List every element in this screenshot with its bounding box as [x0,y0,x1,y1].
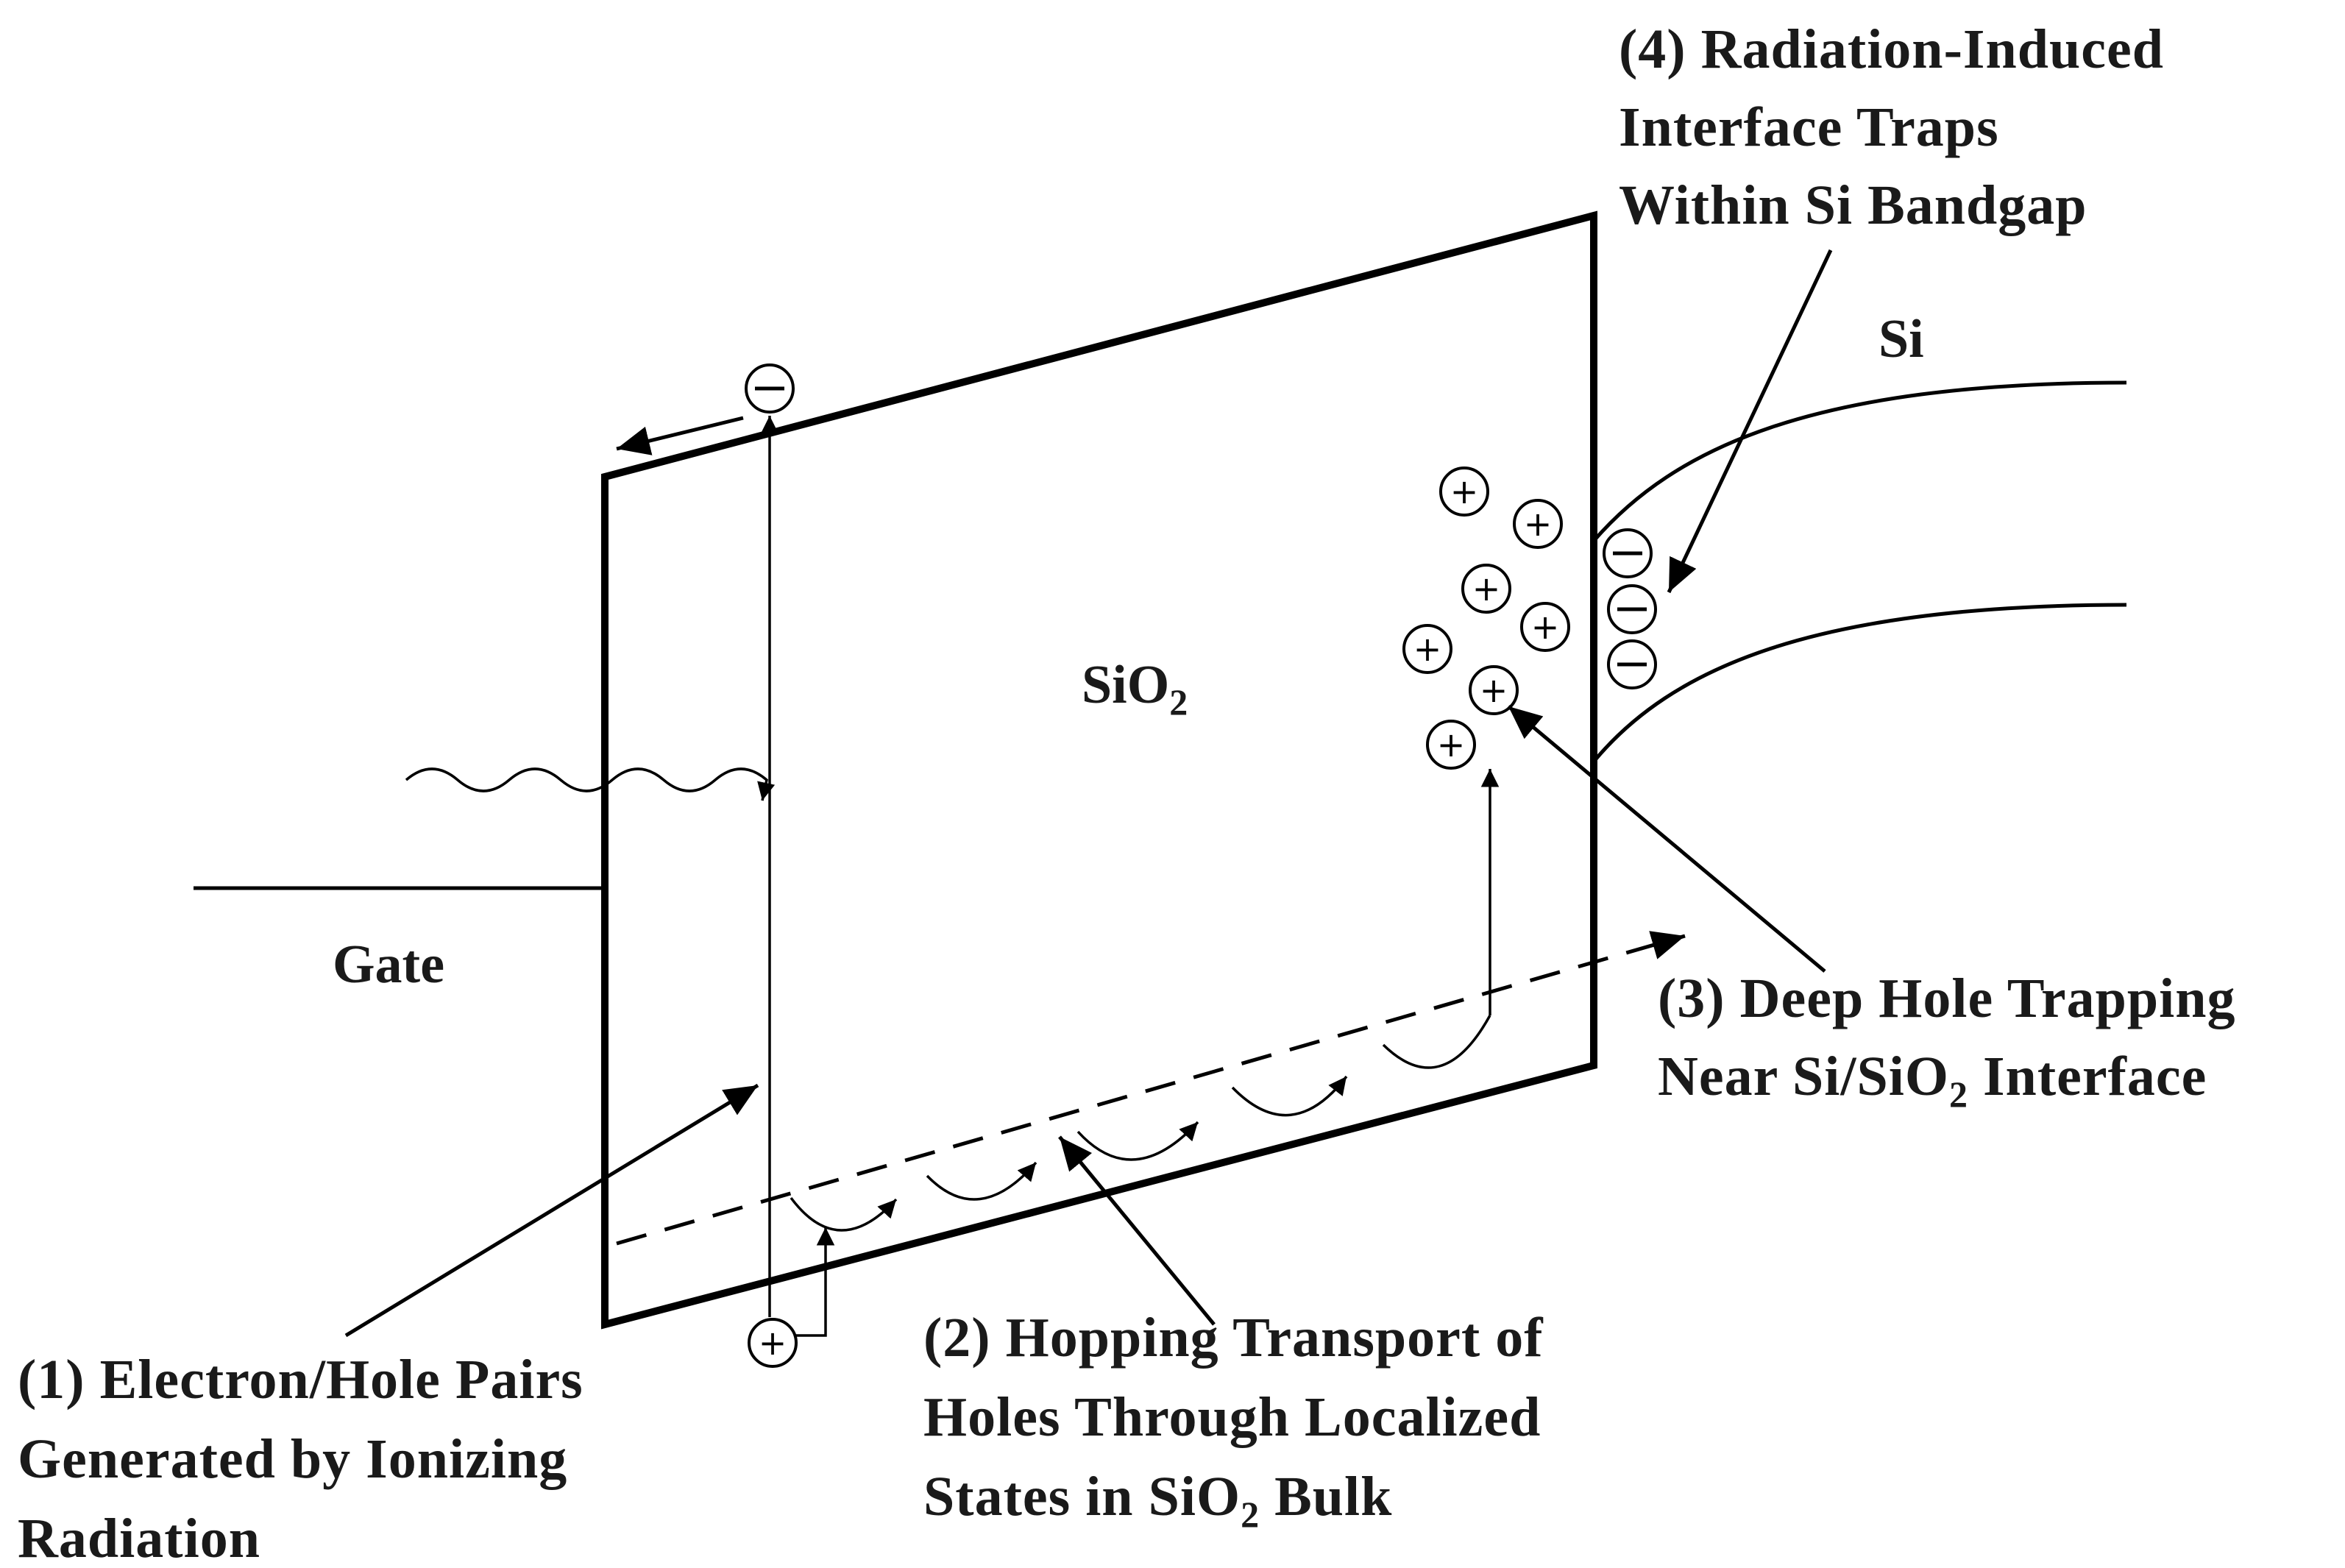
trapped-hole: + [1469,665,1519,715]
silicon-label: Si [1879,309,1924,369]
trapped-hole: + [1513,499,1563,549]
trapped-hole: + [1439,467,1489,517]
interface-trap-electron [1603,528,1653,578]
trapped-hole: + [1402,624,1452,674]
localized-states-dashed-line [616,931,1686,1246]
si-conduction-band [1592,380,2127,542]
hole-origin-symbol: + [748,1318,798,1368]
hop-arc-3 [1076,1121,1199,1161]
svg-text:+: + [1437,725,1466,765]
oxide-band-outline [601,210,1597,1330]
electron-symbol [745,363,795,414]
hop-arc-5 [1382,1015,1491,1069]
trapped-hole: + [1426,720,1476,770]
interface-trap-electron [1607,639,1657,689]
oxide-label: SiO2 [1082,655,1188,723]
annotation-1: (1) Electron/Hole Pairs Generated by Ion… [18,1349,598,1568]
hop-arc-4 [1231,1075,1348,1117]
callout-arrow-4 [1667,249,1833,594]
svg-text:+: + [1531,607,1560,647]
hop-arc-1 [790,1196,898,1232]
svg-text:+: + [1524,504,1553,544]
callout-arrow-1 [344,1083,759,1338]
electron-drift-arrow [616,416,744,455]
si-valence-band [1592,603,2127,763]
gate-label: Gate [333,934,444,995]
svg-text:+: + [1480,670,1508,710]
hop-arc-2 [926,1161,1037,1201]
annotation-4: (4) Radiation-Induced Interface Traps Wi… [1619,18,2179,236]
interface-trap-electron [1607,584,1657,634]
svg-text:+: + [1472,569,1501,609]
radiation-wave [405,767,776,801]
annotation-2: (2) Hopping Transport of Holes Through L… [923,1307,1558,1535]
annotation-3: (3) Deep Hole Trapping Near Si/SiO2 Inte… [1658,968,2251,1115]
callout-arrow-3 [1507,705,1826,973]
svg-text:+: + [1413,629,1442,669]
svg-text:+: + [1450,472,1479,511]
trapped-hole: + [1520,602,1570,652]
svg-text:+: + [759,1323,787,1363]
callout-arrow-2 [1058,1135,1216,1326]
trapped-hole: + [1461,564,1511,614]
hole-kink-arrow [796,1227,835,1337]
